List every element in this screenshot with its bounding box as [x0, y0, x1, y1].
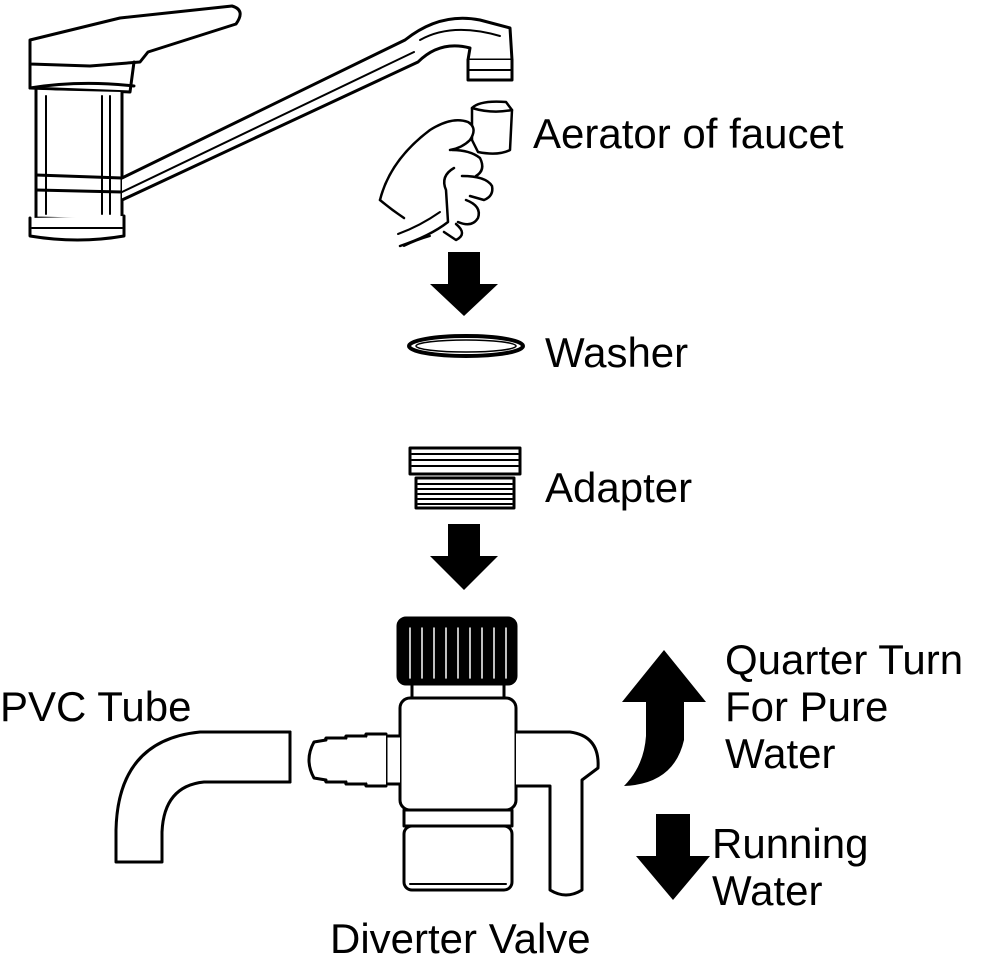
running-water-line: Water: [712, 867, 823, 915]
quarter-turn-line: For Pure: [725, 683, 889, 731]
quarter-turn-label: Quarter Turn For Pure Water: [725, 636, 963, 777]
adapter-label: Adapter: [545, 464, 693, 511]
down-arrow-icon: [430, 252, 498, 316]
quarter-turn-line: Quarter Turn: [725, 636, 964, 683]
diverter-valve-label: Diverter Valve: [330, 915, 591, 962]
pvc-tube-icon: [114, 730, 292, 864]
adapter-icon: [408, 446, 522, 510]
pvc-tube-label: PVC Tube: [0, 683, 192, 730]
washer-label: Washer: [545, 329, 689, 376]
diverter-valve-icon: [307, 616, 600, 897]
down-arrow-icon: [636, 814, 710, 900]
aerator-label: Aerator of faucet: [533, 110, 844, 157]
running-water-line: Running: [712, 820, 869, 867]
running-water-label: Running Water: [712, 820, 868, 914]
faucet-icon: [28, 4, 514, 242]
washer-ring-icon: [407, 334, 525, 358]
down-arrow-icon: [430, 524, 498, 590]
hand-icon: [378, 100, 514, 248]
curved-up-arrow-icon: [622, 650, 706, 786]
quarter-turn-line: Water: [725, 730, 836, 778]
